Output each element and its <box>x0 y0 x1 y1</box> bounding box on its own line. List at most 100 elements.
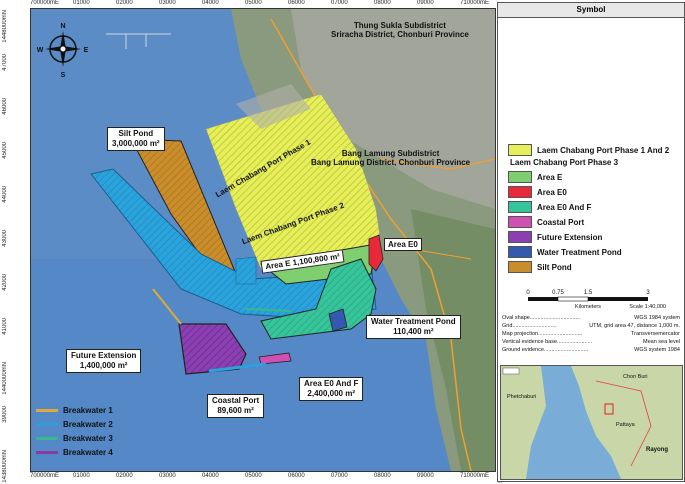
map-info-key: Oval shape..............................… <box>502 315 581 321</box>
map-info-key: Map projection..........................… <box>502 331 583 337</box>
coord-bottom-4: 04000 <box>202 473 219 479</box>
breakwater-label: Breakwater 4 <box>63 447 113 457</box>
coord-left-4: 44000 <box>2 186 8 203</box>
breakwater-label: Breakwater 3 <box>63 433 113 443</box>
map-info-row: Grid............................. UTM, gr… <box>502 322 680 330</box>
breakwater-legend-item: Breakwater 1 <box>36 403 126 417</box>
coord-left-10: 1438000mN <box>2 450 8 483</box>
scale-tick-3: 3 <box>646 290 650 296</box>
legend-label: Water Treatment Pond <box>537 247 622 257</box>
legend-phase12-label: Laem Chabang Port Phase 1 And 2 <box>537 145 670 155</box>
legend-swatch <box>508 246 532 258</box>
compass-e: E <box>84 47 89 54</box>
inset-map[interactable]: Chon Buri Pattaya Rayong Phetchaburi <box>500 365 683 480</box>
coord-left-0: 1448000mN <box>2 10 8 43</box>
place-bang-lamung: Bang Lamung Subdistrict Bang Lamung Dist… <box>311 149 470 167</box>
map-info-value: UTM, grid area 47, distance 1,000 m. <box>589 323 680 329</box>
silt-pond-name: Silt Pond <box>118 129 154 138</box>
legend-label: Area E0 <box>537 187 567 197</box>
map-info-row: Oval shape..............................… <box>502 314 680 322</box>
coastal-port-name: Coastal Port <box>212 396 260 405</box>
map-base <box>31 9 495 471</box>
label-future-extension: Future Extension 1,400,000 m² <box>66 349 142 373</box>
scale-tick-0: 0 <box>526 290 530 296</box>
legend-phase12-swatch <box>508 144 532 156</box>
symbol-header: Symbol <box>498 3 684 18</box>
place-thung-sukla: Thung Sukla Subdistrict Sriracha Distric… <box>331 21 469 39</box>
map-canvas[interactable]: N S E W Thung Sukla Subdistrict Sriracha… <box>30 8 496 472</box>
coord-left-3: 45000 <box>2 142 8 159</box>
compass-s: S <box>61 72 66 79</box>
scale-ratio: Scale 1:40,000 <box>629 304 666 310</box>
legend-item: Silt Pond <box>508 261 572 273</box>
breakwater-line-swatch <box>36 408 58 412</box>
scale-tick-1: 0.75 <box>552 290 564 296</box>
legend-label: Coastal Port <box>537 217 585 227</box>
symbol-panel: Symbol Laem Chabang Port Phase 1 And 2 L… <box>497 2 685 482</box>
coord-top-1: 01000 <box>73 0 90 6</box>
legend-swatch <box>508 216 532 228</box>
inset-chonburi: Chon Buri <box>623 374 647 380</box>
coord-bottom-2: 02000 <box>116 473 133 479</box>
coord-bottom-1: 01000 <box>73 473 90 479</box>
legend-phase12: Laem Chabang Port Phase 1 And 2 <box>508 144 669 156</box>
breakwater-line-swatch <box>36 422 58 426</box>
place-thung-sukla-line1: Thung Sukla Subdistrict <box>353 21 446 30</box>
coord-top-5: 05000 <box>245 0 262 6</box>
breakwater-legend-item: Breakwater 3 <box>36 431 126 445</box>
coord-top-4: 04000 <box>202 0 219 6</box>
coord-left-1: 47000 <box>2 54 8 71</box>
legend-swatch <box>508 186 532 198</box>
inset-map-graphic: Chon Buri Pattaya Rayong Phetchaburi <box>501 366 682 479</box>
coord-left-6: 42000 <box>2 274 8 291</box>
map-info-key: Ground evidence.........................… <box>502 347 589 353</box>
label-coastal-port: Coastal Port 89,600 m² <box>207 394 265 418</box>
map-info-row: Ground evidence.........................… <box>502 346 680 354</box>
coord-bottom-8: 08000 <box>374 473 391 479</box>
legend-item: Coastal Port <box>508 216 584 228</box>
place-bang-lamung-line1: Bang Lamung Subdistrict <box>341 149 440 158</box>
scale-tick-2: 1.5 <box>584 290 593 296</box>
future-extension-name: Future Extension <box>71 351 137 360</box>
breakwater-line-swatch <box>36 436 58 440</box>
coord-top-0: 700000mE <box>30 0 60 6</box>
legend-swatch <box>508 261 532 273</box>
coord-bottom-6: 06000 <box>288 473 305 479</box>
coord-top-6: 06000 <box>288 0 305 6</box>
breakwater-label: Breakwater 1 <box>63 405 113 415</box>
label-area-e0-f: Area E0 And F 2,400,000 m² <box>299 377 364 401</box>
map-info-row: Vertical evidence base..................… <box>502 338 680 346</box>
coord-bottom-10: 710000mE <box>460 473 490 479</box>
silt-pond-area: 3,000,000 m² <box>112 139 160 148</box>
coord-left-5: 43000 <box>2 230 8 247</box>
legend-item: Area E0 And F <box>508 201 591 213</box>
legend-label: Silt Pond <box>537 262 572 272</box>
water-treatment-name: Water Treatment Pond <box>371 317 456 326</box>
coord-top-2: 02000 <box>116 0 133 6</box>
coord-bottom-3: 03000 <box>159 473 176 479</box>
map-info-key: Vertical evidence base..................… <box>502 339 592 345</box>
map-info: Oval shape..............................… <box>502 314 680 354</box>
coord-top-9: 09000 <box>417 0 434 6</box>
legend-phase3-heading: Laem Chabang Port Phase 3 <box>510 158 619 167</box>
map-info-row: Map projection..........................… <box>502 330 680 338</box>
compass-rose-icon: N S E W <box>37 23 89 79</box>
legend-label: Area E0 And F <box>537 202 592 212</box>
place-thung-sukla-line2: Sriracha District, Chonburi Province <box>331 30 469 39</box>
coord-top-7: 07000 <box>331 0 348 6</box>
legend-swatch <box>508 201 532 213</box>
legend-label: Area E <box>537 172 563 182</box>
coord-left-7: 41000 <box>2 318 8 335</box>
map-info-value: WGS 1984 system <box>634 315 680 321</box>
map-info-value: Transversemercator <box>630 331 680 337</box>
coord-bottom-5: 05000 <box>245 473 262 479</box>
coastal-port-area: 89,600 m² <box>217 406 254 415</box>
area-e0-f-name: Area E0 And F <box>304 379 359 388</box>
inset-rayong: Rayong <box>646 447 668 453</box>
coord-top-8: 08000 <box>374 0 391 6</box>
water-treatment-area: 110,400 m² <box>393 327 434 336</box>
legend-item: Area E0 <box>508 186 567 198</box>
map-info-key: Grid............................. <box>502 323 557 329</box>
